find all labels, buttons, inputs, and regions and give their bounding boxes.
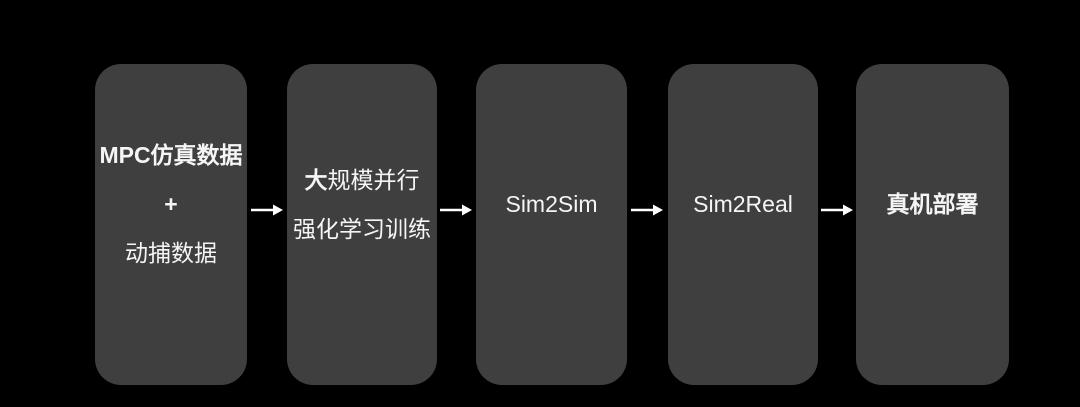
node-label-line: Sim2Real <box>693 191 793 217</box>
node-label-block: Sim2Real <box>693 193 793 216</box>
flow-node-sim2sim: Sim2Sim <box>476 64 627 385</box>
node-label-line: 大规模并行 <box>304 166 420 193</box>
node-label-block: 真机部署 <box>887 193 979 216</box>
arrow-right-icon <box>440 204 472 216</box>
node-label-line: 动捕数据 <box>125 240 217 266</box>
flow-node-deployment: 真机部署 <box>856 64 1009 385</box>
node-label-line: 真机部署 <box>886 191 979 217</box>
arrow-right-icon <box>631 204 663 216</box>
flow-node-rl-training: 大规模并行 强化学习训练 <box>287 64 437 385</box>
flow-node-mpc-data: MPC仿真数据 + 动捕数据 <box>95 64 247 385</box>
node-label-block: 大规模并行 强化学习训练 <box>293 166 431 242</box>
node-label-block: MPC仿真数据 + 动捕数据 <box>99 144 242 265</box>
plus-separator: + <box>164 191 178 217</box>
node-label-line: Sim2Sim <box>505 191 598 217</box>
node-label-line: MPC仿真数据 <box>99 142 243 168</box>
node-label-block: Sim2Sim <box>505 193 597 216</box>
arrow-right-icon <box>821 204 853 216</box>
flow-node-sim2real: Sim2Real <box>668 64 818 385</box>
node-label-bold-prefix: 大 <box>304 166 328 193</box>
node-label-line: 强化学习训练 <box>293 215 431 242</box>
node-label-rest: 规模并行 <box>327 166 420 193</box>
arrow-right-icon <box>251 204 283 216</box>
